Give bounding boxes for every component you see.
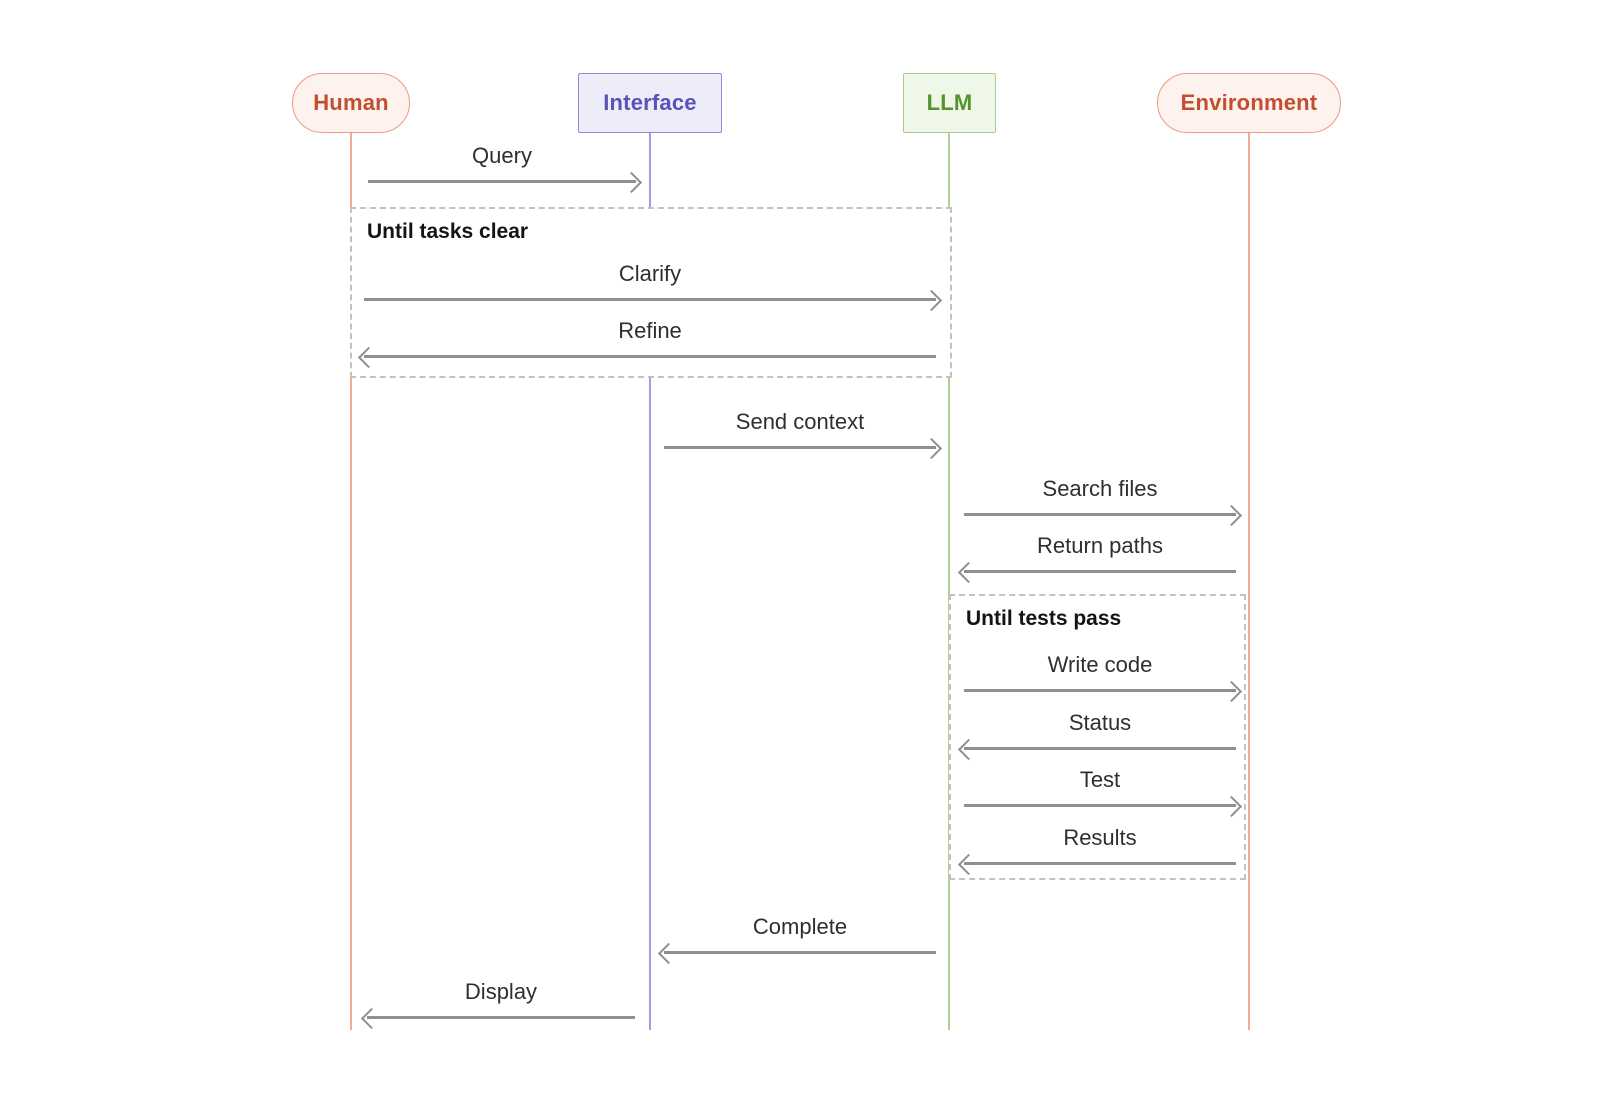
- message-clarify: Clarify: [364, 261, 943, 311]
- loop-label: Until tasks clear: [367, 220, 529, 243]
- message-status: Status: [957, 710, 1236, 760]
- message-line: [964, 862, 1236, 865]
- arrow-right-icon: [620, 171, 643, 193]
- lifeline-llm: [948, 133, 950, 1030]
- message-label: Clarify: [618, 261, 682, 286]
- actor-label: LLM: [926, 90, 973, 115]
- message-label: Query: [472, 143, 532, 168]
- message-label: Refine: [618, 318, 682, 343]
- message-results: Results: [957, 825, 1236, 875]
- message-display: Display: [360, 979, 635, 1029]
- message-write-code: Write code: [964, 652, 1243, 702]
- message-label: Return paths: [1037, 533, 1163, 558]
- message-label: Write code: [1047, 652, 1153, 677]
- actor-label: Environment: [1180, 90, 1318, 115]
- actor-environment: Environment: [1157, 73, 1341, 133]
- lifeline-human: [350, 133, 352, 1030]
- message-label: Status: [1068, 710, 1132, 735]
- lifeline-interface: [649, 133, 651, 1030]
- actor-llm: LLM: [903, 73, 996, 133]
- message-query: Query: [368, 143, 643, 193]
- lifeline-environment: [1248, 133, 1250, 1030]
- message-line: [964, 804, 1236, 807]
- message-complete: Complete: [657, 914, 936, 964]
- message-line: [364, 355, 936, 358]
- loop-frame-until-tasks-clear: Until tasks clear: [350, 207, 952, 378]
- message-label: Results: [1063, 825, 1137, 850]
- arrow-left-icon: [957, 561, 980, 583]
- actor-label: Interface: [603, 90, 697, 115]
- message-line: [964, 689, 1236, 692]
- message-line: [364, 298, 936, 301]
- message-line: [964, 570, 1236, 573]
- message-label: Display: [464, 979, 538, 1004]
- actor-interface: Interface: [578, 73, 722, 133]
- message-search-files: Search files: [964, 476, 1243, 526]
- message-line: [664, 951, 936, 954]
- message-line: [964, 747, 1236, 750]
- arrow-right-icon: [1220, 504, 1243, 526]
- message-line: [964, 513, 1236, 516]
- message-label: Send context: [735, 409, 865, 434]
- arrow-left-icon: [360, 1007, 383, 1029]
- message-label: Test: [1079, 767, 1121, 792]
- loop-frame-until-tests-pass: Until tests pass: [949, 594, 1246, 880]
- message-refine: Refine: [357, 318, 936, 368]
- actor-human: Human: [292, 73, 410, 133]
- message-label: Search files: [1042, 476, 1158, 501]
- message-line: [367, 1016, 635, 1019]
- message-line: [368, 180, 636, 183]
- message-line: [664, 446, 936, 449]
- message-label: Complete: [752, 914, 848, 939]
- actor-label: Human: [313, 90, 389, 115]
- message-send-context: Send context: [664, 409, 943, 459]
- message-return-paths: Return paths: [957, 533, 1236, 583]
- arrow-right-icon: [920, 437, 943, 459]
- arrow-left-icon: [657, 942, 680, 964]
- message-test: Test: [964, 767, 1243, 817]
- loop-label: Until tests pass: [966, 607, 1122, 630]
